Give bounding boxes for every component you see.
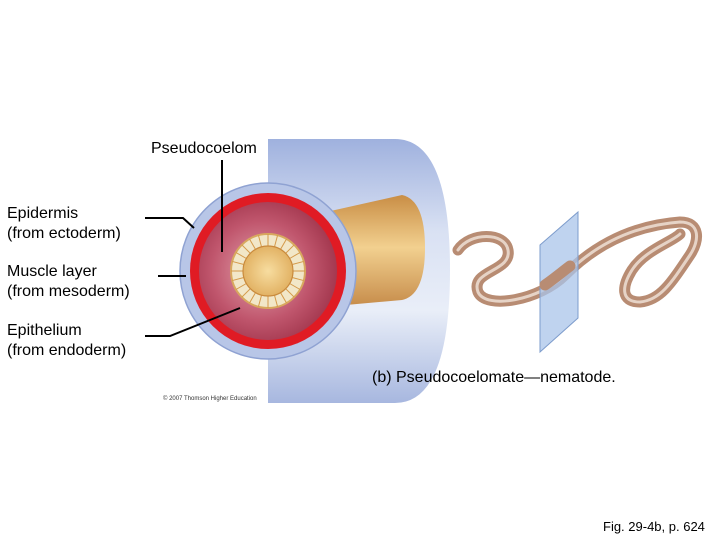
epithelium-cell-wall xyxy=(235,283,247,290)
epithelium-leader xyxy=(145,307,241,337)
epithelium-cell-wall xyxy=(285,288,295,298)
epidermis-label-line1: Epidermis xyxy=(7,205,79,222)
epithelium-cell-wall xyxy=(289,283,301,290)
epithelium-cell-wall xyxy=(280,238,287,250)
copyright-notice: © 2007 Thomson Higher Education xyxy=(163,396,257,402)
epidermis-label-line2: (from ectoderm) xyxy=(7,225,121,242)
epidermis-label: Epidermis (from ectoderm) xyxy=(7,204,121,244)
figure-reference: Fig. 29-4b, p. 624 xyxy=(603,519,705,534)
muscle-layer-label: Muscle layer (from mesoderm) xyxy=(7,262,130,302)
epidermis-leader xyxy=(145,217,195,229)
epithelium-label-line1: Epithelium xyxy=(7,322,82,339)
epithelium-cell-wall xyxy=(257,235,263,247)
epithelium-label-line2: (from endoderm) xyxy=(7,342,127,359)
epithelium-cell-wall xyxy=(292,276,304,282)
section-plane xyxy=(539,210,579,354)
epithelium-cell-wall xyxy=(289,252,301,259)
epithelium-cell-wall xyxy=(273,295,279,307)
epithelium-cell-wall xyxy=(285,244,295,254)
pseudocoelom-label: Pseudocoelom xyxy=(151,140,257,157)
muscle-layer-label-line2: (from mesoderm) xyxy=(7,283,130,300)
epithelium-label: Epithelium (from endoderm) xyxy=(7,321,126,361)
nematode-front xyxy=(539,260,576,291)
epithelium-cells xyxy=(231,234,305,308)
epithelium-cell-wall xyxy=(232,276,244,282)
muscle-layer-label-line1: Muscle layer xyxy=(7,263,97,280)
epithelium-cell-wall xyxy=(280,292,287,304)
epithelium-cell-wall xyxy=(292,260,304,266)
nematode-highlight xyxy=(456,220,699,304)
epithelium-cell-wall xyxy=(257,295,263,307)
epithelium-cell-wall xyxy=(249,292,256,304)
epithelium-cell-wall xyxy=(273,235,279,247)
epithelium-cell-wall xyxy=(249,238,256,250)
epithelium-cell-wall xyxy=(232,260,244,266)
figure-caption: (b) Pseudocoelomate—nematode. xyxy=(372,369,616,386)
epithelium-cell-wall xyxy=(235,252,247,259)
gut-lumen xyxy=(242,245,294,297)
epithelium-cell-wall xyxy=(241,288,251,298)
epithelium-cell-wall xyxy=(241,244,251,254)
